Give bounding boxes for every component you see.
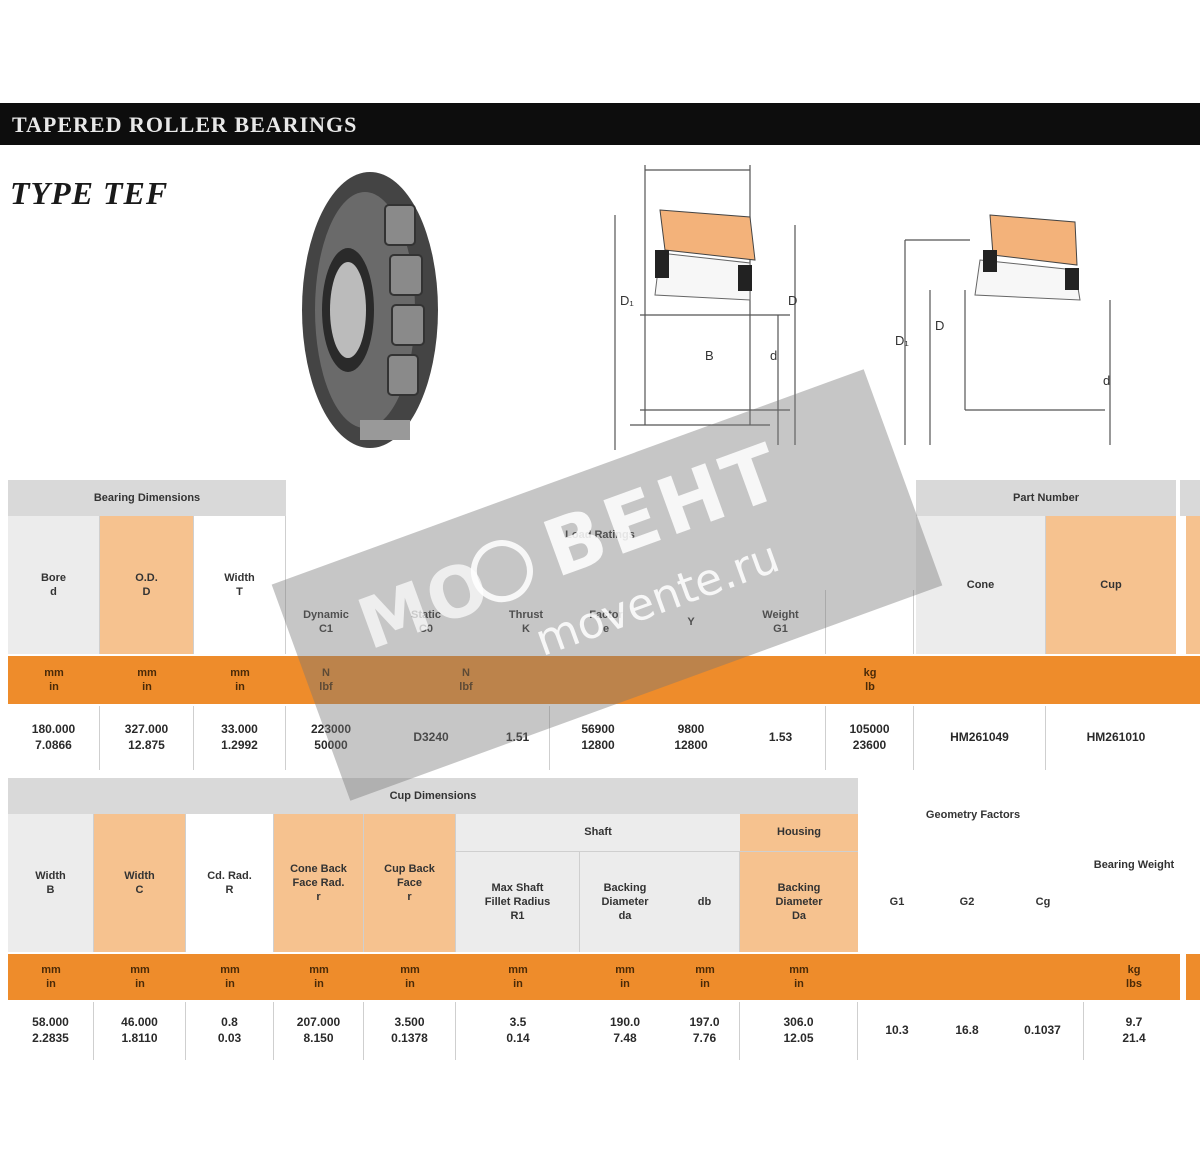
value-static: D3240 bbox=[376, 706, 486, 770]
value-g2: 16.8 bbox=[932, 1002, 1002, 1060]
group-header-bearing-dimensions: Bearing Dimensions bbox=[8, 480, 286, 516]
svg-text:d: d bbox=[1103, 373, 1110, 388]
unit-static: N lbf bbox=[366, 656, 566, 704]
col-header-cone: Cone bbox=[916, 516, 1046, 654]
page-title: TAPERED ROLLER BEARINGS bbox=[12, 112, 358, 137]
unit-da: mm in bbox=[580, 954, 670, 1000]
col-header-static: Static C0 bbox=[366, 590, 486, 654]
unit-c: mm in bbox=[94, 954, 186, 1000]
group-header-geometry: Geometry Factors bbox=[862, 778, 1084, 852]
col-header-db: db bbox=[670, 852, 740, 952]
value-r: 0.8 0.03 bbox=[186, 1002, 274, 1060]
value-Da: 306.0 12.05 bbox=[740, 1002, 858, 1060]
unit-weight: kg lb bbox=[826, 656, 914, 704]
value-da: 190.0 7.48 bbox=[580, 1002, 670, 1060]
col-header-blank bbox=[826, 590, 914, 654]
col-header-thrust: Thrust K bbox=[486, 590, 566, 654]
col-header-width: Width T bbox=[194, 516, 286, 654]
unit-Da: mm in bbox=[740, 954, 858, 1000]
col-header-width-c: Width C bbox=[94, 814, 186, 952]
col-header-factor: Factor e bbox=[566, 590, 646, 654]
value-load: 105000 23600 bbox=[826, 706, 914, 770]
group-header-extra bbox=[1180, 480, 1200, 516]
col-header-backing-Da: Backing Diameter Da bbox=[740, 852, 858, 952]
col-header-cone-back: Cone Back Face Rad. r bbox=[274, 814, 364, 952]
unit-weight: kg lbs bbox=[1088, 954, 1180, 1000]
unit-geometry bbox=[858, 954, 1088, 1000]
value-cone: HM261049 bbox=[914, 706, 1046, 770]
value-bore: 180.000 7.0866 bbox=[8, 706, 100, 770]
type-label: TYPE TEF bbox=[10, 175, 169, 211]
cross-section-diagram-front: D₁ D B d bbox=[614, 165, 797, 450]
col-header-od: O.D. D bbox=[100, 516, 194, 654]
col-header-cg: Cg bbox=[1002, 852, 1084, 952]
value-dynamic: 223000 50000 bbox=[286, 706, 376, 770]
svg-text:D: D bbox=[788, 293, 797, 308]
svg-text:D₁: D₁ bbox=[620, 293, 634, 308]
value-y: 9800 12800 bbox=[646, 706, 736, 770]
bearing-image bbox=[302, 172, 438, 448]
value-weight: 1.53 bbox=[736, 706, 826, 770]
svg-text:D₁: D₁ bbox=[895, 333, 909, 348]
value-thrust: 1.51 bbox=[486, 706, 550, 770]
group-header-weight: Bearing Weight bbox=[1088, 778, 1180, 952]
value-cone-r: 207.000 8.150 bbox=[274, 1002, 364, 1060]
col-header-g1: G1 bbox=[862, 852, 932, 952]
unit-r1: mm in bbox=[456, 954, 580, 1000]
group-header-cup-dimensions: Cup Dimensions bbox=[8, 778, 858, 814]
col-header-cd-rad: Cd. Rad. R bbox=[186, 814, 274, 952]
group-header-part-number: Part Number bbox=[916, 480, 1176, 516]
value-cup: HM261010 bbox=[1046, 706, 1186, 770]
svg-text:B: B bbox=[705, 348, 714, 363]
group-header-housing: Housing bbox=[740, 814, 858, 852]
value-db: 197.0 7.76 bbox=[670, 1002, 740, 1060]
value-width: 33.000 1.2992 bbox=[194, 706, 286, 770]
col-header-bore: Bore d bbox=[8, 516, 100, 654]
unit-od: mm in bbox=[100, 656, 194, 704]
unit-db: mm in bbox=[670, 954, 740, 1000]
value-factor: 56900 12800 bbox=[550, 706, 646, 770]
value-cg: 0.1037 bbox=[1002, 1002, 1084, 1060]
value-g1: 10.3 bbox=[862, 1002, 932, 1060]
group-header-shaft: Shaft bbox=[456, 814, 740, 852]
title-bar: TAPERED ROLLER BEARINGS bbox=[0, 103, 1200, 145]
unit-factor bbox=[566, 656, 826, 704]
svg-text:d: d bbox=[770, 348, 777, 363]
unit-cup-r: mm in bbox=[364, 954, 456, 1000]
value-c: 46.000 1.8110 bbox=[94, 1002, 186, 1060]
unit-r: mm in bbox=[186, 954, 274, 1000]
unit-width: mm in bbox=[194, 656, 286, 704]
unit-extra bbox=[1186, 954, 1200, 1000]
unit-b: mm in bbox=[8, 954, 94, 1000]
unit-part bbox=[914, 656, 1200, 704]
group-header-load-ratings: Load Ratings bbox=[286, 480, 914, 590]
col-header-extra bbox=[1186, 516, 1200, 654]
unit-cone-r: mm in bbox=[274, 954, 364, 1000]
col-header-g2: G2 bbox=[932, 852, 1002, 952]
col-header-max-shaft: Max Shaft Fillet Radius R1 bbox=[456, 852, 580, 952]
col-header-y: Y bbox=[646, 590, 736, 654]
value-cup-r: 3.500 0.1378 bbox=[364, 1002, 456, 1060]
col-header-width-b: Width B bbox=[8, 814, 94, 952]
value-r1: 3.5 0.14 bbox=[456, 1002, 580, 1060]
value-b: 58.000 2.2835 bbox=[8, 1002, 94, 1060]
svg-text:D: D bbox=[935, 318, 944, 333]
unit-bore: mm in bbox=[8, 656, 100, 704]
col-header-cup-back: Cup Back Face r bbox=[364, 814, 456, 952]
value-od: 327.000 12.875 bbox=[100, 706, 194, 770]
col-header-cup: Cup bbox=[1046, 516, 1176, 654]
unit-dynamic: N lbf bbox=[286, 656, 366, 704]
col-header-backing-da: Backing Diameter da bbox=[580, 852, 670, 952]
value-weight: 9.7 21.4 bbox=[1088, 1002, 1180, 1060]
col-header-weight: Weight G1 bbox=[736, 590, 826, 654]
col-header-dynamic: Dynamic C1 bbox=[286, 590, 366, 654]
cross-section-diagram-mounting: D₁ D d bbox=[895, 214, 1111, 445]
